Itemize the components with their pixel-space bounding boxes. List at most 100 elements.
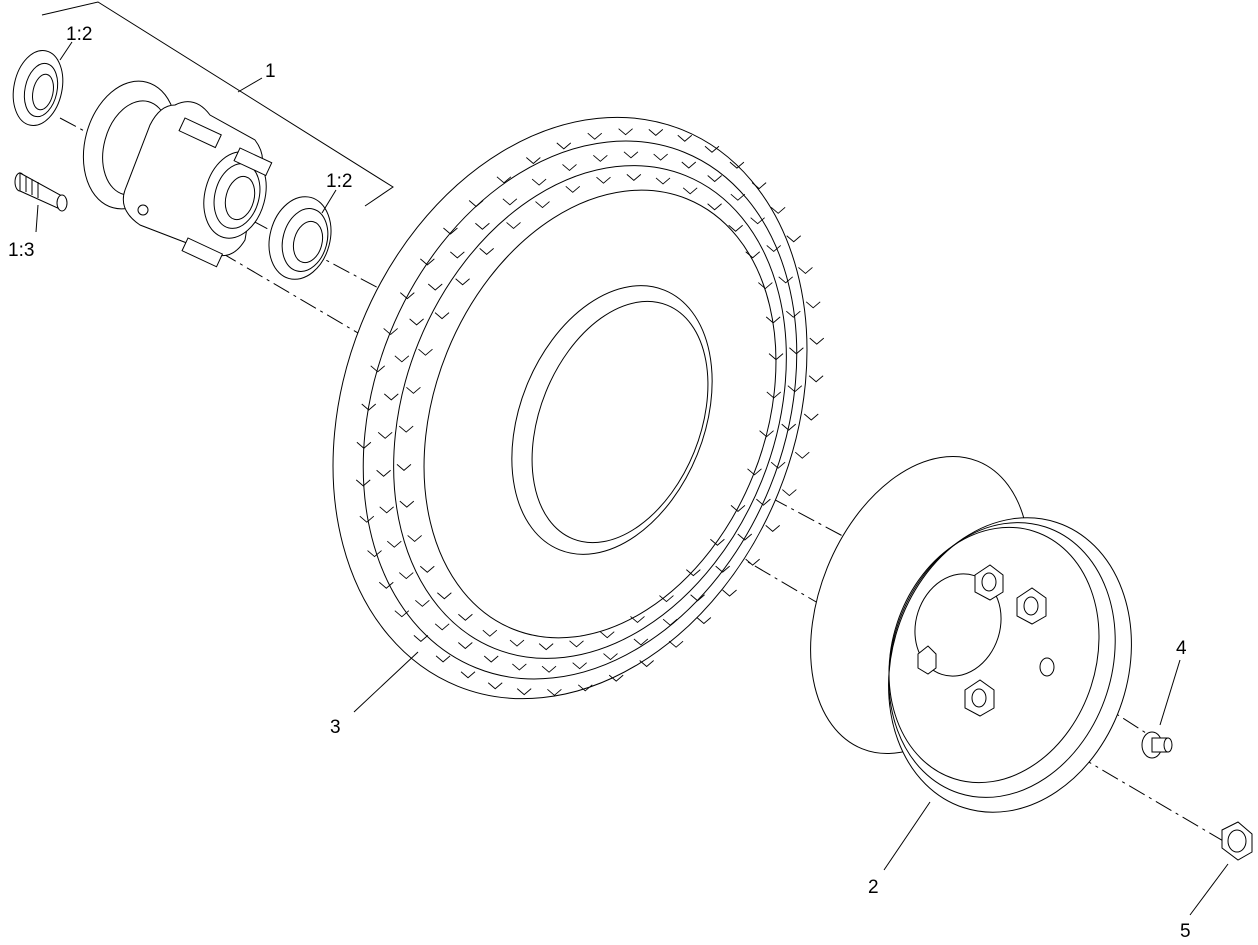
rim-lug-nut — [917, 645, 937, 675]
tread-chevron — [765, 316, 781, 324]
tread-chevron — [805, 301, 821, 309]
tread-chevron — [682, 187, 698, 195]
tread-chevron — [460, 671, 476, 679]
tread-chevron — [728, 224, 743, 232]
tread-chevron — [690, 594, 705, 602]
leader-lines — [35, 41, 1229, 916]
rim-lug-nut — [974, 564, 1004, 601]
tread-chevron — [400, 292, 415, 300]
tread-chevron — [509, 639, 525, 647]
tread-chevron — [633, 638, 649, 646]
tread-chevron — [526, 157, 541, 165]
tread-chevron — [535, 201, 550, 209]
tread-chevron — [409, 318, 424, 326]
tread-chevron — [787, 385, 803, 393]
tread-chevron — [399, 500, 415, 508]
tread-chevron — [781, 423, 797, 431]
tread-chevron — [730, 193, 746, 201]
tread-chevron — [443, 227, 458, 235]
callout-tire: 3 — [330, 717, 341, 738]
tread-chevron — [681, 161, 697, 169]
tread-chevron — [496, 176, 512, 184]
tread-chevron — [593, 154, 608, 162]
tread-chevron — [479, 248, 494, 255]
tread-chevron — [603, 653, 618, 661]
tread-chevron — [653, 153, 668, 161]
tread-chevron — [577, 684, 593, 692]
tread-chevron — [587, 132, 603, 140]
tread-chevron — [455, 278, 470, 286]
tread-chevron — [487, 682, 503, 690]
tread-chevron — [745, 558, 760, 566]
callout-valve-stem: 4 — [1176, 638, 1187, 659]
tread-chevron — [450, 251, 465, 259]
callout-lug-nut: 5 — [1180, 921, 1191, 942]
tread-chevron — [562, 164, 577, 172]
tread-chevron — [547, 688, 562, 696]
tire-tread — [355, 128, 825, 696]
tread-chevron — [379, 506, 394, 514]
callout-hub-assembly: 1 — [265, 61, 276, 82]
tread-chevron — [407, 535, 422, 543]
tread-chevron — [355, 479, 371, 487]
tread-chevron — [413, 635, 429, 642]
tread-chevron — [383, 328, 398, 336]
tread-chevron — [729, 161, 745, 169]
tread-chevron — [482, 629, 498, 637]
tread-chevron — [756, 498, 771, 506]
tread-chevron — [662, 618, 678, 626]
tread-chevron — [394, 610, 410, 618]
tread-chevron — [556, 142, 572, 150]
tread-chevron — [531, 178, 547, 186]
tread-chevron — [722, 589, 737, 597]
tread-chevron — [737, 533, 753, 541]
tread-chevron — [356, 441, 372, 449]
tread-chevron — [396, 464, 412, 471]
tread-chevron — [541, 665, 557, 673]
assembly-bracket — [41, 1, 394, 207]
tread-chevron — [394, 355, 410, 363]
tread-chevron — [782, 489, 797, 497]
tread-chevron — [383, 393, 399, 401]
tread-chevron — [798, 267, 813, 275]
tread-chevron — [648, 129, 664, 136]
tread-chevron — [367, 550, 382, 558]
tread-chevron — [376, 469, 391, 477]
tread-chevron — [406, 386, 421, 394]
tread-chevron — [623, 151, 639, 159]
tread-chevron — [770, 206, 786, 214]
tread-chevron — [434, 623, 450, 631]
tread-chevron — [458, 613, 473, 621]
tread-chevron — [715, 565, 730, 573]
tread-chevron — [710, 538, 725, 546]
callout-bearing-outer: 1:2 — [66, 24, 92, 45]
tire — [332, 116, 825, 700]
tread-chevron — [766, 245, 782, 253]
tread-chevron — [419, 565, 435, 573]
callout-wheel-stud: 1:3 — [8, 240, 34, 261]
tread-chevron — [386, 540, 402, 548]
tread-chevron — [398, 572, 414, 580]
callout-bearing-inner: 1:2 — [326, 171, 352, 192]
bearing-inner — [268, 196, 332, 280]
tread-chevron — [398, 425, 414, 433]
tread-chevron — [506, 222, 521, 230]
tread-chevron — [359, 515, 375, 523]
tread-chevron — [750, 217, 765, 225]
tread-chevron — [704, 145, 720, 153]
tread-chevron — [626, 174, 642, 181]
wheel-stud — [14, 172, 68, 212]
tread-chevron — [599, 631, 615, 639]
rim-lug-nut — [1016, 587, 1047, 625]
tread-chevron — [434, 312, 450, 320]
tread-chevron — [745, 251, 761, 259]
tread-chevron — [572, 662, 587, 670]
tread-chevron — [569, 640, 584, 648]
tread-chevron — [502, 198, 518, 206]
tread-chevron — [538, 643, 554, 651]
tread-chevron — [758, 282, 773, 290]
rim — [810, 455, 1132, 813]
tread-chevron — [361, 403, 377, 411]
tread-chevron — [707, 203, 722, 211]
